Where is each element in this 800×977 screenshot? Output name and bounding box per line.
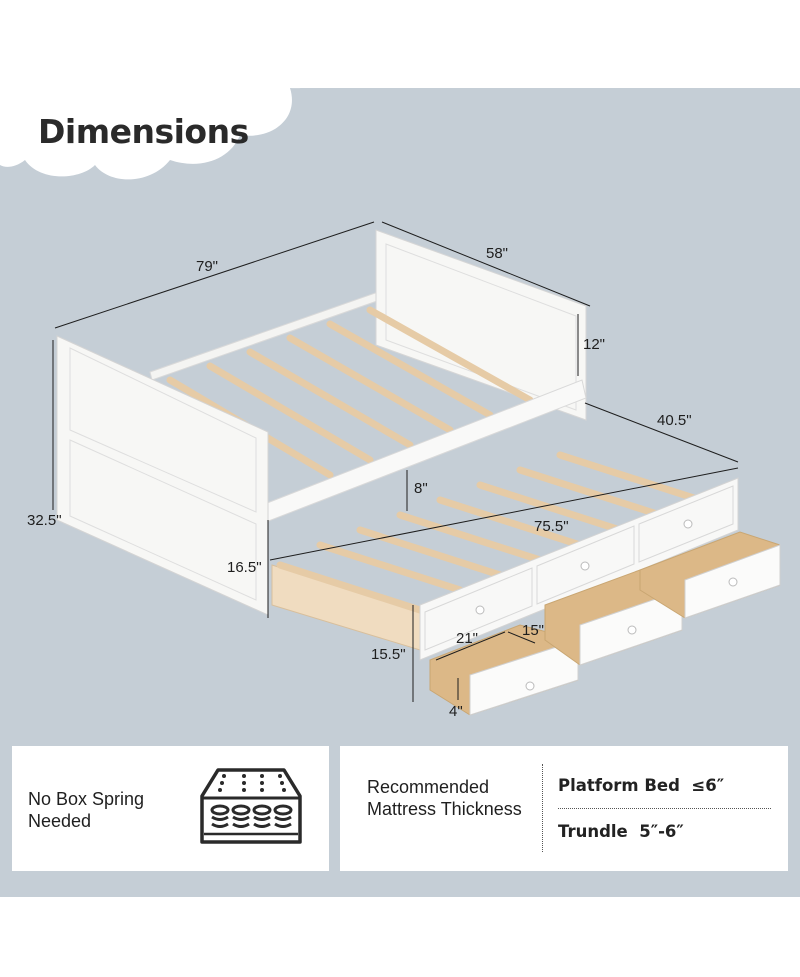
- trundle-spec: Trundle 5″-6″: [558, 822, 684, 841]
- dim-trundle-width: 40.5": [657, 412, 692, 429]
- dim-overall-height: 32.5": [27, 512, 62, 529]
- dim-trundle-height: 15.5": [371, 646, 406, 663]
- dim-drawer-depth: 4": [449, 703, 463, 720]
- dim-overall-length: 79": [196, 258, 219, 275]
- dim-overall-width: 58": [486, 245, 509, 262]
- dim-trundle-length: 75.5": [534, 518, 569, 535]
- mattress-thickness-card: Recommended Mattress Thickness Platform …: [340, 746, 788, 871]
- platform-bed-spec: Platform Bed ≤6″: [558, 776, 725, 795]
- mattress-thickness-label: Recommended Mattress Thickness: [367, 777, 522, 819]
- vertical-divider: [542, 764, 543, 852]
- dim-rail-to-trundle: 8": [414, 480, 428, 497]
- dim-drawer-width: 15": [522, 622, 545, 639]
- box-spring-label: No Box Spring Needed: [28, 789, 145, 831]
- dim-trundle-clearance: 16.5": [227, 559, 262, 576]
- bed-illustration: [52, 221, 781, 716]
- horizontal-divider: [558, 808, 771, 809]
- box-spring-card: No Box Spring Needed: [12, 746, 329, 871]
- mattress-icon: [200, 768, 302, 844]
- page-title: Dimensions: [38, 112, 249, 151]
- dim-drawer-length: 21": [456, 630, 479, 647]
- dim-headboard-height: 12": [583, 336, 606, 353]
- cloud-shape: [0, 0, 340, 180]
